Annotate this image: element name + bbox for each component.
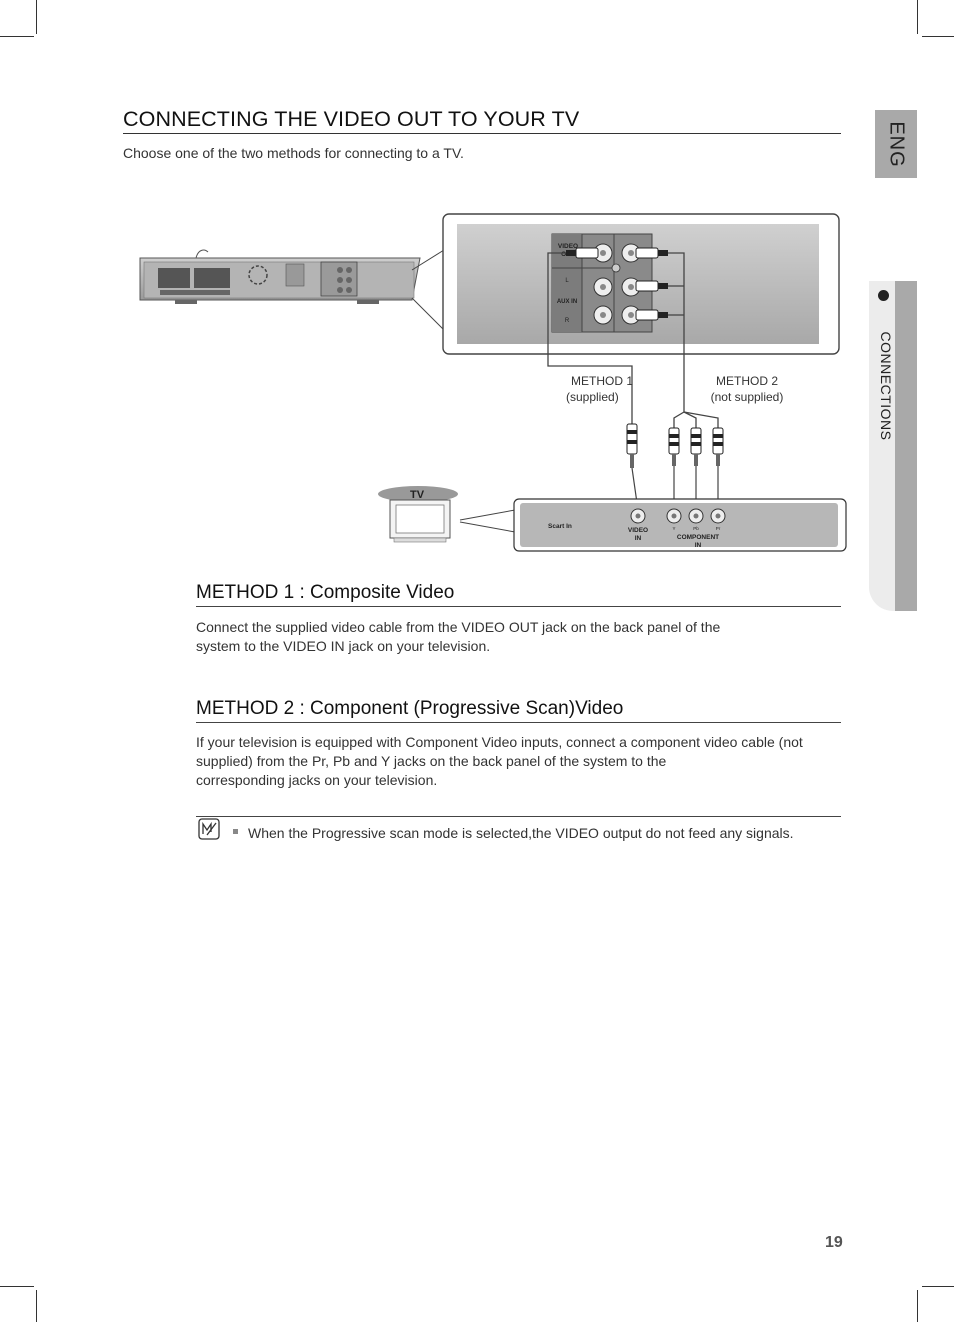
cables (547, 252, 719, 428)
main-unit-back-panel (139, 249, 421, 304)
panel-aux-in-label: AUX IN (557, 299, 577, 305)
tv-component-label-1: COMPONENT (677, 534, 719, 541)
method1-heading: METHOD 1 : Composite Video (196, 581, 841, 607)
section-tab-label-wrap: CONNECTIONS (874, 290, 894, 460)
tv-label: TV (410, 489, 425, 501)
note-text: When the Progressive scan mode is select… (248, 825, 794, 841)
note-bullet-icon (233, 829, 238, 834)
method1-body-line: system to the VIDEO IN jack on your tele… (196, 638, 491, 654)
method2-diagram-label: METHOD 2 (not supplied) (702, 373, 792, 405)
method2-sub: (not supplied) (710, 390, 784, 404)
connection-diagram: VIDEO OUT L AUX IN R (139, 213, 847, 552)
zoomed-back-panel: VIDEO OUT L AUX IN R (442, 213, 840, 355)
page-number: 19 (825, 1234, 843, 1251)
method2-body-line: supplied) from the Pr, Pb and Y jacks on… (196, 753, 667, 769)
crop-mark (917, 1290, 918, 1322)
method1-label: METHOD 1 (570, 374, 633, 388)
method2-body-line: corresponding jacks on your television. (196, 772, 438, 788)
panel-r-label: R (565, 318, 570, 324)
panel-video-out-label-1: VIDEO (558, 243, 578, 250)
crop-mark (36, 1290, 37, 1322)
section-bullet-icon (878, 290, 889, 301)
method2-body-line: If your television is equipped with Comp… (196, 734, 803, 750)
tv-icon: TV (378, 486, 458, 543)
tv-video-in-label-1: VIDEO (628, 527, 648, 534)
note-divider (196, 816, 841, 817)
crop-mark (0, 1286, 34, 1287)
method1-body: Connect the supplied video cable from th… (196, 618, 836, 656)
tv-scart-label: Scart In (548, 523, 572, 530)
cable-plugs (626, 423, 724, 511)
tv-y-label: Y (672, 526, 675, 531)
tv-component-label-2: IN (695, 542, 702, 549)
crop-mark (0, 36, 34, 37)
intro-text: Choose one of the two methods for connec… (123, 145, 464, 161)
tv-video-in-label-2: IN (635, 535, 642, 542)
language-tab (875, 110, 917, 178)
method1-body-line: Connect the supplied video cable from th… (196, 619, 721, 635)
tv-pb-label: Pb (693, 526, 699, 531)
section-tab-bar (895, 281, 917, 611)
note-pencil-icon (198, 818, 220, 840)
crop-mark (917, 0, 918, 34)
panel-l-label: L (565, 278, 569, 284)
page-title: CONNECTING THE VIDEO OUT TO YOUR TV (123, 106, 841, 134)
method1-diagram-label: METHOD 1 (supplied) (566, 373, 638, 405)
crop-mark (922, 1286, 954, 1287)
tv-pr-label: Pr (716, 526, 721, 531)
crop-mark (36, 0, 37, 34)
method2-heading: METHOD 2 : Component (Progressive Scan)V… (196, 697, 841, 723)
method1-sub: (supplied) (566, 390, 619, 404)
crop-mark (922, 36, 954, 37)
method2-label: METHOD 2 (715, 374, 778, 388)
method2-body: If your television is equipped with Comp… (196, 733, 841, 790)
tv-back-panel: Scart In VIDEO IN Y Pb Pr COMPONENT IN (513, 498, 847, 552)
panel-plugs (566, 247, 668, 321)
